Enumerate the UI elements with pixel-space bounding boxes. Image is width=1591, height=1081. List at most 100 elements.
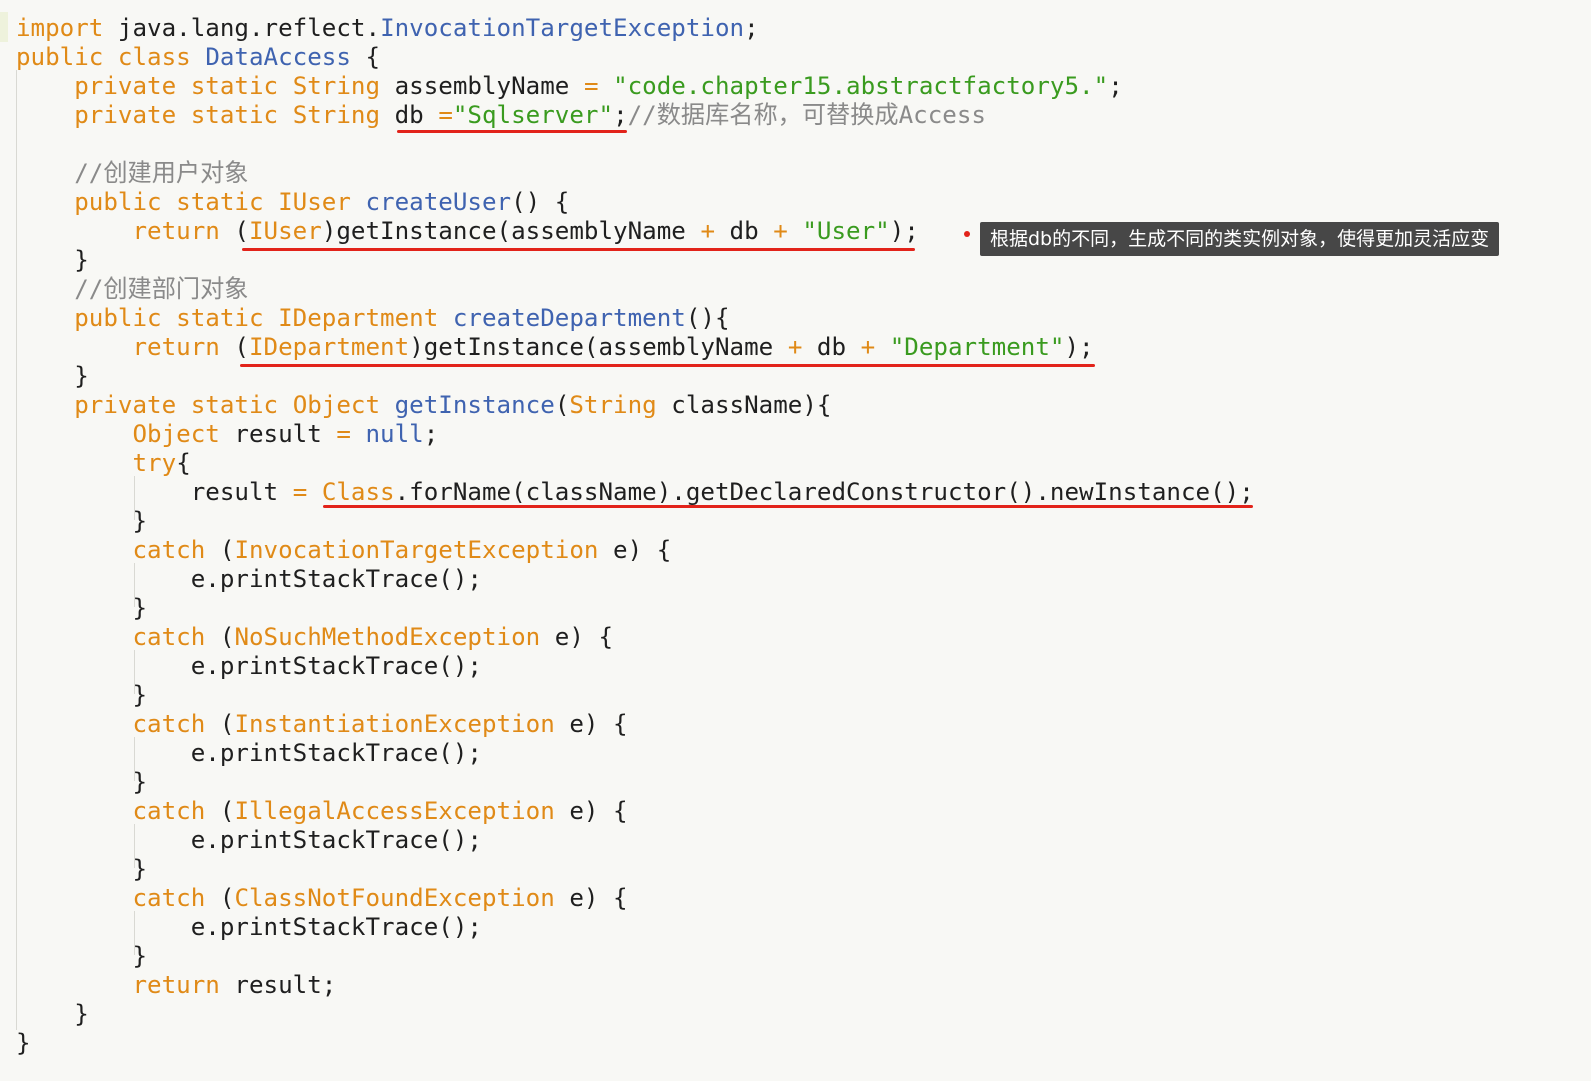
code-line[interactable]: e.printStackTrace(); xyxy=(16,565,482,594)
code-token: = xyxy=(336,420,351,448)
code-token: result; xyxy=(219,971,337,999)
indent-guide xyxy=(16,70,17,1030)
code-line[interactable]: catch (InstantiationException e) { xyxy=(16,710,628,739)
code-token: ; xyxy=(744,14,759,42)
code-token: null xyxy=(365,420,424,448)
code-line[interactable]: } xyxy=(16,768,147,797)
code-token xyxy=(16,623,133,651)
code-line[interactable]: return result; xyxy=(16,971,337,1000)
code-token xyxy=(16,159,74,187)
code-token: catch xyxy=(132,710,206,738)
code-token: () { xyxy=(511,188,570,216)
code-token: ; xyxy=(613,101,628,129)
code-line[interactable]: } xyxy=(16,594,147,623)
code-token: .forName(className).getDeclaredConstruct… xyxy=(394,478,1254,506)
code-token: IDepartment xyxy=(249,333,410,361)
code-token: return xyxy=(132,971,220,999)
code-token: } xyxy=(16,681,148,709)
code-line[interactable]: } xyxy=(16,362,89,391)
code-line[interactable]: public static IUser createUser() { xyxy=(16,188,569,217)
code-token xyxy=(16,971,133,999)
code-token: private static xyxy=(74,72,293,100)
code-line[interactable]: catch (ClassNotFoundException e) { xyxy=(16,884,628,913)
code-token: db xyxy=(380,101,439,129)
code-line[interactable]: return (IDepartment)getInstance(assembly… xyxy=(16,333,1094,362)
code-line[interactable]: e.printStackTrace(); xyxy=(16,652,482,681)
code-token: )getInstance(assemblyName xyxy=(321,217,701,245)
code-token: IUser xyxy=(278,188,351,216)
code-token: import xyxy=(16,14,104,42)
code-line[interactable]: } xyxy=(16,942,147,971)
code-token: //创建用户对象 xyxy=(74,159,249,187)
code-line[interactable]: result = Class.forName(className).getDec… xyxy=(16,478,1254,507)
code-token: )getInstance(assemblyName xyxy=(409,333,788,361)
code-token: InvocationTargetException xyxy=(380,14,745,42)
code-token: ; xyxy=(423,420,439,448)
code-token xyxy=(307,478,322,506)
code-token: InvocationTargetException xyxy=(234,536,599,564)
code-token xyxy=(16,536,133,564)
code-line[interactable]: catch (InvocationTargetException e) { xyxy=(16,536,672,565)
code-token: ( xyxy=(205,884,235,912)
code-token: + xyxy=(700,217,715,245)
code-token: java.lang.reflect. xyxy=(103,14,381,42)
code-token: try xyxy=(132,449,177,477)
code-token: result xyxy=(219,420,337,448)
code-token xyxy=(599,72,614,100)
code-token: ( xyxy=(205,710,235,738)
code-token: public static xyxy=(74,188,279,216)
code-token: db xyxy=(802,333,861,361)
code-line[interactable]: } xyxy=(16,855,147,884)
code-line[interactable]: e.printStackTrace(); xyxy=(16,826,482,855)
highlight-underline-create-user xyxy=(242,248,915,251)
code-line[interactable]: return (IUser)getInstance(assemblyName +… xyxy=(16,217,919,246)
code-token: = xyxy=(583,72,599,100)
code-token: { xyxy=(176,449,191,477)
code-token: { xyxy=(350,43,381,71)
code-line[interactable]: private static String assemblyName = "co… xyxy=(16,72,1123,101)
current-line-marker xyxy=(0,12,8,42)
code-token: e) { xyxy=(554,884,628,912)
code-token: ( xyxy=(205,536,235,564)
code-line[interactable]: catch (IllegalAccessException e) { xyxy=(16,797,628,826)
code-token: createUser xyxy=(365,188,512,216)
code-token: IDepartment xyxy=(278,304,439,332)
code-line[interactable]: import java.lang.reflect.InvocationTarge… xyxy=(16,14,759,43)
code-line[interactable]: } xyxy=(16,246,89,275)
code-token: e) { xyxy=(540,623,614,651)
code-token: e.printStackTrace(); xyxy=(16,913,482,941)
code-token xyxy=(380,391,395,419)
code-line[interactable]: public class DataAccess { xyxy=(16,43,380,72)
code-token: db xyxy=(715,217,774,245)
code-line[interactable]: e.printStackTrace(); xyxy=(16,913,482,942)
code-token xyxy=(788,217,803,245)
indent-guide xyxy=(134,911,135,955)
code-token: InstantiationException xyxy=(234,710,555,738)
code-token xyxy=(16,101,74,129)
code-line[interactable]: e.printStackTrace(); xyxy=(16,739,482,768)
code-line[interactable]: } xyxy=(16,1000,89,1029)
code-line[interactable]: private static Object getInstance(String… xyxy=(16,391,831,420)
code-line[interactable]: //创建用户对象 xyxy=(16,159,249,188)
code-token: NoSuchMethodException xyxy=(234,623,541,651)
code-token: String xyxy=(292,101,381,129)
code-line[interactable]: try{ xyxy=(16,449,191,478)
code-token: createDepartment xyxy=(452,304,686,332)
annotation-callout: 根据db的不同，生成不同的类实例对象，使得更加灵活应变 xyxy=(980,222,1500,256)
code-token xyxy=(16,304,74,332)
code-line[interactable]: } xyxy=(16,507,147,536)
code-line[interactable]: catch (NoSuchMethodException e) { xyxy=(16,623,614,652)
code-token xyxy=(16,333,133,361)
code-line[interactable]: } xyxy=(16,681,147,710)
code-token: + xyxy=(860,333,876,361)
code-line[interactable]: //创建部门对象 xyxy=(16,275,248,304)
code-token: } xyxy=(16,507,148,535)
code-line[interactable]: private static String db ="Sqlserver";//… xyxy=(16,101,986,130)
code-token: ( xyxy=(219,333,249,361)
code-line[interactable]: } xyxy=(16,1029,31,1058)
code-token: //数据库名称，可替换成Access xyxy=(627,101,986,129)
code-line[interactable]: Object result = null; xyxy=(16,420,439,449)
code-token xyxy=(16,391,74,419)
code-line[interactable]: public static IDepartment createDepartme… xyxy=(16,304,729,333)
